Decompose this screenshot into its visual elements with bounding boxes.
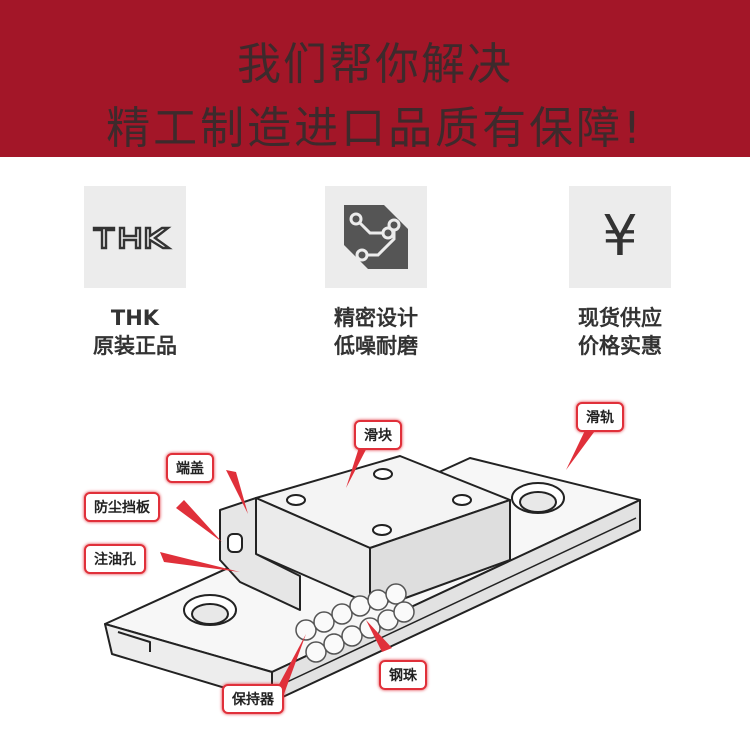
thk-logo-icon (92, 226, 173, 250)
feature-title: 精密设计 (334, 306, 418, 330)
top-banner: 我们帮你解决 精工制造进口品质有保障! (0, 0, 750, 157)
label-retainer: 保持器 (222, 684, 284, 714)
label-oil-hole: 注油孔 (84, 544, 146, 574)
label-end-cap: 端盖 (166, 453, 214, 483)
feature-title: THK (110, 306, 160, 330)
feature-subtitle: 原装正品 (93, 334, 177, 358)
label-balls: 钢珠 (379, 660, 427, 690)
feature-price: ¥ 现货供应 价格实惠 (520, 186, 720, 360)
steel-balls (295, 583, 415, 663)
banner-title: 我们帮你解决 (237, 39, 513, 90)
thk-logo-box (84, 186, 186, 288)
circuit-icon (344, 205, 408, 269)
feature-subtitle: 低噪耐磨 (334, 334, 418, 358)
end-cap (219, 497, 301, 611)
feature-thk: THK 原装正品 (35, 186, 235, 360)
banner-subtitle: 精工制造进口品质有保障! (106, 103, 644, 154)
circuit-icon-box (325, 186, 427, 288)
linear-guide-diagram (104, 420, 641, 703)
yen-icon: ¥ (602, 204, 638, 269)
label-rail: 滑轨 (576, 402, 624, 432)
feature-title: 现货供应 (578, 306, 662, 330)
yen-icon-box: ¥ (569, 186, 671, 288)
feature-precision: 精密设计 低噪耐磨 (276, 186, 476, 360)
label-dust-plate: 防尘挡板 (84, 492, 160, 522)
label-slider: 滑块 (354, 420, 402, 450)
feature-subtitle: 价格实惠 (578, 334, 662, 358)
callout-pointers (160, 420, 600, 694)
